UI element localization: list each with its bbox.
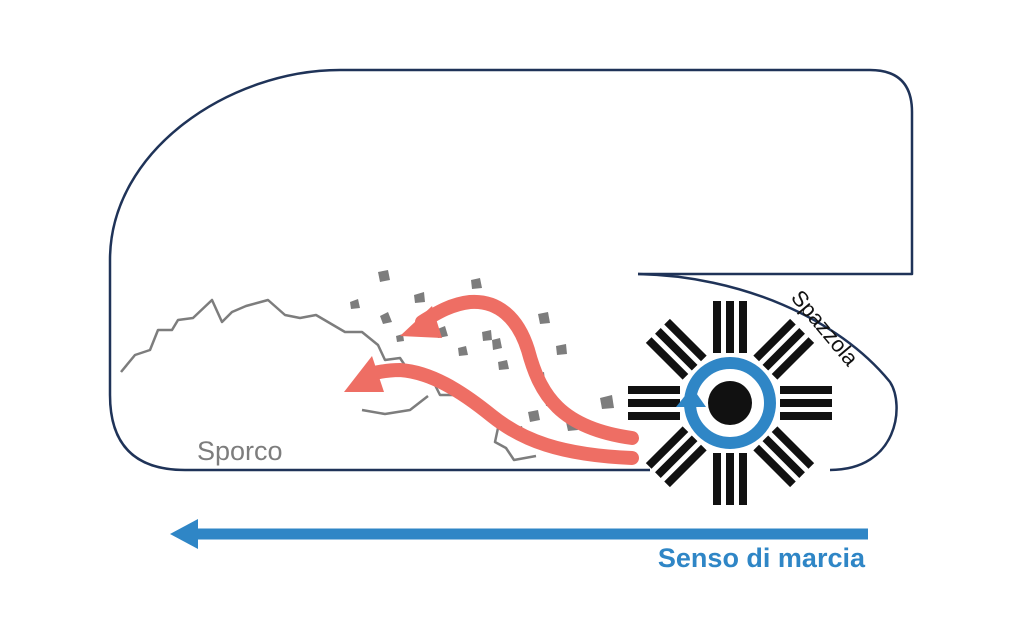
brush-bristles [628, 301, 832, 505]
brush-bristle [739, 301, 747, 353]
brush-bristle [762, 328, 805, 371]
brush [628, 301, 832, 505]
brush-bristle [780, 412, 832, 420]
rotation-arrow-icon [676, 387, 706, 407]
brush-bristle [771, 337, 815, 380]
direction-arrow [170, 519, 868, 549]
brush-bristle [739, 453, 747, 505]
brush-bristle [762, 435, 805, 478]
brush-bristle [645, 426, 689, 469]
debris-trajectory-arrows [344, 294, 639, 465]
brush-bristle [726, 301, 734, 353]
brush-bristle [780, 399, 832, 407]
brush-bristle [753, 318, 796, 362]
debris-arrow-upper [415, 294, 639, 445]
brush-hub [708, 381, 752, 425]
brush-bristle [780, 386, 832, 394]
brush-bristle [713, 453, 721, 505]
debris-arrow-lower-head [344, 356, 384, 392]
brush-bristle [628, 399, 680, 407]
direction-label: Senso di marcia [658, 543, 866, 573]
brush-housing-outline [637, 272, 898, 472]
debris-arrow-lower [363, 362, 639, 465]
brush-bristle [753, 444, 796, 488]
dirt-line-lower [361, 395, 429, 416]
brush-bristle [628, 386, 680, 394]
dirt-label: Sporco [197, 436, 283, 466]
brush-bristle [628, 412, 680, 420]
brush-bristle [664, 318, 707, 362]
brush-bristle [645, 337, 689, 380]
machine-body-outline [108, 68, 914, 395]
direction-arrow-head [170, 519, 198, 549]
brush-bristle [655, 435, 698, 478]
dirt-line [120, 298, 537, 462]
machine-bottom-outline [108, 394, 650, 472]
brush-bristle [655, 328, 698, 371]
debris-arrow-upper-head [400, 306, 442, 338]
brush-bristle [771, 426, 815, 469]
brush-bristle [713, 301, 721, 353]
brush-bristle [664, 444, 707, 488]
brush-bristle [726, 453, 734, 505]
